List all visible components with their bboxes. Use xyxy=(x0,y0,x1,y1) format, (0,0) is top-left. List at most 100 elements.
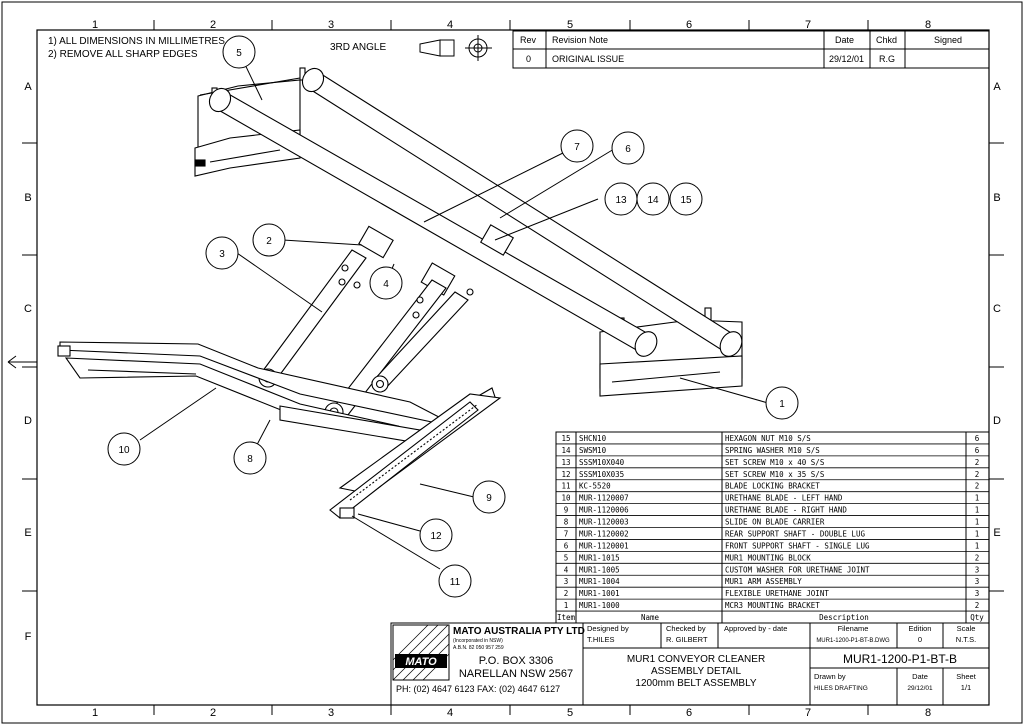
company-pobox: P.O. BOX 3306 xyxy=(479,655,553,667)
projection-label: 3RD ANGLE xyxy=(330,42,386,53)
bom-cell-name: SWSM10 xyxy=(579,446,607,455)
company-incorporated: (Incorporated in NSW) xyxy=(453,638,503,644)
row-label-right: E xyxy=(993,527,1000,539)
row-label-left: A xyxy=(24,81,32,93)
bom-cell-description: FRONT SUPPORT SHAFT - SINGLE LUG xyxy=(725,541,870,550)
third-angle-symbol xyxy=(419,35,492,61)
title-line-2: ASSEMBLY DETAIL xyxy=(651,666,741,677)
date-label: Date xyxy=(912,672,928,681)
bom-cell-item: 15 xyxy=(561,434,570,443)
col-label-top: 1 xyxy=(92,19,98,31)
company-abn: A.B.N. 82 050 957 259 xyxy=(453,645,504,651)
rev-header: Date xyxy=(835,35,854,45)
filename-label: Filename xyxy=(838,624,869,633)
bom-header-qty: Qty xyxy=(970,613,984,622)
balloon-label: 3 xyxy=(219,249,225,260)
bom-cell-name: MUR1-1015 xyxy=(579,553,620,562)
drawing-number: MUR1-1200-P1-BT-B xyxy=(843,652,957,666)
bom-cell-qty: 6 xyxy=(975,446,980,455)
bom-cell-description: FLEXIBLE URETHANE JOINT xyxy=(725,589,829,598)
bom-cell-name: MUR1-1004 xyxy=(579,577,620,586)
bom-cell-qty: 1 xyxy=(975,506,980,515)
row-label-right: A xyxy=(993,81,1001,93)
bom-cell-name: KC-5520 xyxy=(579,482,611,491)
company-city: NARELLAN NSW 2567 xyxy=(459,668,573,680)
bom-cell-description: SET SCREW M10 x 40 S/S xyxy=(725,458,825,467)
bom-cell-qty: 3 xyxy=(975,565,980,574)
col-label-bottom: 4 xyxy=(447,707,453,719)
bom-cell-qty: 2 xyxy=(975,601,980,610)
company-phone: PH: (02) 4647 6123 FAX: (02) 4647 6127 xyxy=(396,684,560,694)
drawn-value: HILES DRAFTING xyxy=(814,685,868,692)
rev-header: Signed xyxy=(934,35,962,45)
bom-cell-description: MUR1 MOUNTING BLOCK xyxy=(725,553,811,562)
rev-cell: 29/12/01 xyxy=(829,54,864,64)
bom-cell-qty: 1 xyxy=(975,518,980,527)
balloon-2 xyxy=(252,223,286,257)
bom-cell-item: 13 xyxy=(561,458,570,467)
designed-label: Designed by xyxy=(587,624,629,633)
rev-cell: ORIGINAL ISSUE xyxy=(552,54,624,64)
designed-value: T.HILES xyxy=(587,635,615,644)
sheet-label: Sheet xyxy=(956,672,977,681)
bom-cell-qty: 2 xyxy=(975,553,980,562)
column-labels: 1 2 3 4 5 6 7 8 1 2 3 4 5 6 7 8 xyxy=(92,19,931,719)
note-1: 1) ALL DIMENSIONS IN MILLIMETRES xyxy=(48,36,225,47)
edition-value: 0 xyxy=(918,635,922,644)
centre-mark-arrow xyxy=(7,355,37,369)
grid-ticks xyxy=(22,20,1004,715)
row-label-right: D xyxy=(993,415,1001,427)
bom-cell-qty: 1 xyxy=(975,494,980,503)
bom-cell-name: MUR1-1000 xyxy=(579,601,620,610)
company-name: MATO AUSTRALIA PTY LTD xyxy=(453,626,585,637)
bom-cell-name: MUR-1120007 xyxy=(579,494,629,503)
bom-cell-item: 7 xyxy=(564,529,569,538)
bom-cell-description: REAR SUPPORT SHAFT - DOUBLE LUG xyxy=(725,529,865,538)
leader-lines xyxy=(139,51,769,570)
balloon-label: 12 xyxy=(430,531,442,542)
balloon-label: 9 xyxy=(486,493,492,504)
col-label-top: 6 xyxy=(686,19,692,31)
title-block: MATO MATO AUSTRALIA PTY LTD (Incorporate… xyxy=(390,622,990,706)
company-logo xyxy=(395,654,447,668)
support-shafts xyxy=(208,67,743,357)
bom-cell-name: SSSM10X035 xyxy=(579,470,624,479)
row-label-left: E xyxy=(24,527,31,539)
bom-cell-qty: 6 xyxy=(975,434,980,443)
drawn-label: Drawn by xyxy=(814,672,846,681)
balloon-6 xyxy=(611,131,645,165)
blade-carrier xyxy=(57,341,502,519)
bom-cell-description: MUR1 ARM ASSEMBLY xyxy=(725,577,802,586)
bom-cell-item: 5 xyxy=(564,553,569,562)
bom-cell-item: 14 xyxy=(561,446,571,455)
balloon-label: 10 xyxy=(118,445,130,456)
balloon-label: 2 xyxy=(266,236,272,247)
revision-table: Rev Revision Note Date Chkd Signed 0 ORI… xyxy=(512,30,990,69)
bom-cell-qty: 3 xyxy=(975,577,980,586)
bom-cell-item: 6 xyxy=(564,541,569,550)
bom-cell-qty: 1 xyxy=(975,541,980,550)
balloon-7 xyxy=(560,129,594,163)
balloon-label: 1 xyxy=(779,399,785,410)
bom-cell-description: URETHANE BLADE - LEFT HAND xyxy=(725,494,843,503)
bom-cell-item: 11 xyxy=(561,482,570,491)
balloon-3 xyxy=(205,236,239,270)
bom-cell-description: URETHANE BLADE - RIGHT HAND xyxy=(725,506,847,515)
col-label-top: 3 xyxy=(328,19,334,31)
bom-cell-name: MUR-1120006 xyxy=(579,506,629,515)
checked-value: R. GILBERT xyxy=(666,635,708,644)
bom-header-name: Name xyxy=(641,613,660,622)
balloon-label: 4 xyxy=(383,279,389,290)
col-label-top: 8 xyxy=(925,19,931,31)
bom-cell-qty: 2 xyxy=(975,458,980,467)
bom-cell-description: SLIDE ON BLADE CARRIER xyxy=(725,518,825,527)
bom-cell-item: 8 xyxy=(564,518,569,527)
balloon-15 xyxy=(669,182,703,216)
bom-cell-description: HEXAGON NUT M10 S/S xyxy=(725,434,811,443)
balloon-5 xyxy=(222,35,256,69)
col-label-top: 7 xyxy=(805,19,811,31)
bom-cell-item: 1 xyxy=(564,601,569,610)
balloon-14 xyxy=(636,182,670,216)
bom-cell-description: SET SCREW M10 x 35 S/S xyxy=(725,470,825,479)
